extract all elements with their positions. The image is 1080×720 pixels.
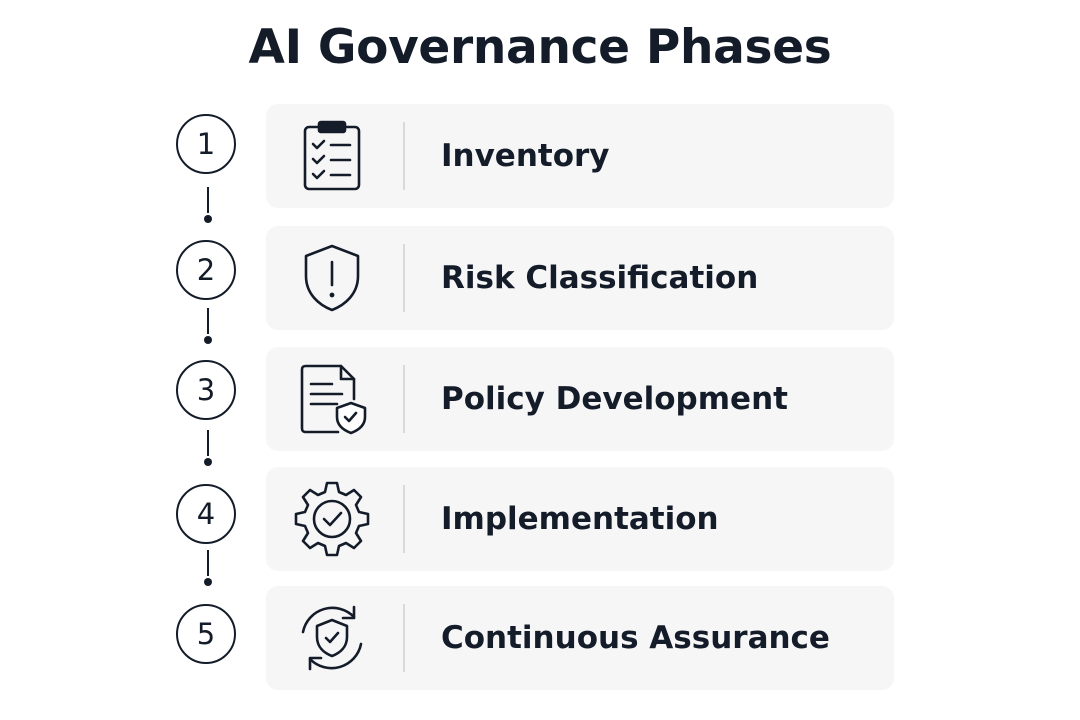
step-number-4: 4: [176, 484, 236, 544]
connector-line: [207, 187, 209, 213]
connector-line: [207, 308, 209, 334]
phase-card-risk-classification: Risk Classification: [266, 226, 894, 330]
card-divider: [403, 365, 405, 433]
phase-label: Implementation: [441, 501, 719, 537]
cycle-shield-icon: [294, 600, 370, 676]
phase-card-policy-development: Policy Development: [266, 347, 894, 451]
connector-line: [207, 430, 209, 456]
card-divider: [403, 485, 405, 553]
phase-card-continuous-assurance: Continuous Assurance: [266, 586, 894, 690]
phase-label: Continuous Assurance: [441, 620, 830, 656]
card-divider: [403, 244, 405, 312]
step-number-1: 1: [176, 114, 236, 174]
step-number-5: 5: [176, 604, 236, 664]
connector-dot: [204, 336, 212, 344]
gear-check-icon: [294, 481, 370, 557]
shield-exclamation-icon: [294, 240, 370, 316]
connector-dot: [204, 578, 212, 586]
page-title: AI Governance Phases: [248, 20, 832, 75]
phase-card-implementation: Implementation: [266, 467, 894, 571]
phase-label: Inventory: [441, 138, 610, 174]
connector-dot: [204, 215, 212, 223]
connector-line: [207, 550, 209, 576]
card-divider: [403, 122, 405, 190]
phase-card-inventory: Inventory: [266, 104, 894, 208]
clipboard-checklist-icon: [294, 118, 370, 194]
document-shield-icon: [294, 361, 370, 437]
step-number-2: 2: [176, 240, 236, 300]
phase-label: Risk Classification: [441, 260, 759, 296]
connector-dot: [204, 458, 212, 466]
phase-label: Policy Development: [441, 381, 788, 417]
card-divider: [403, 604, 405, 672]
step-number-3: 3: [176, 360, 236, 420]
